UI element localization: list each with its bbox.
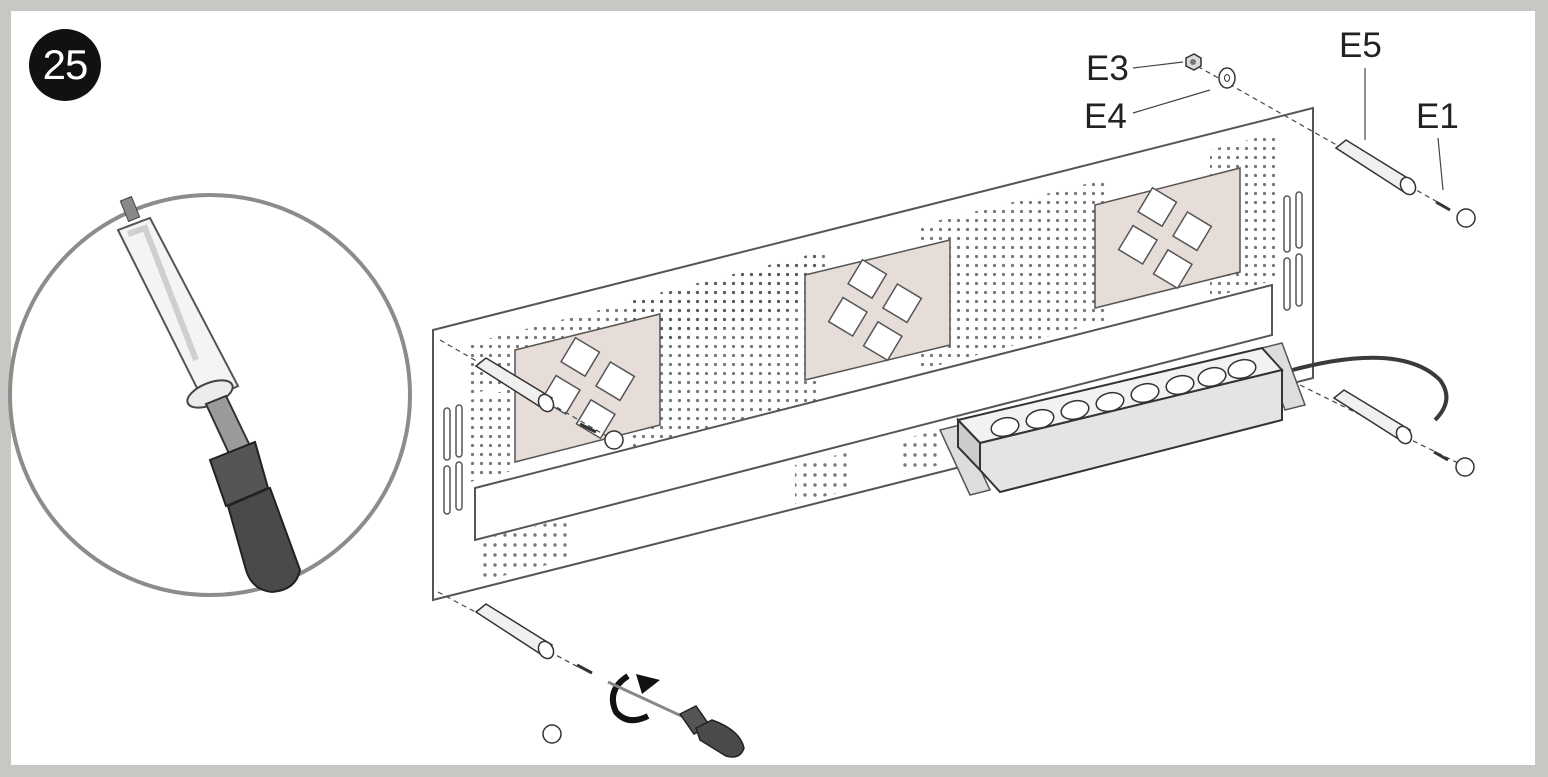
step-number-badge: 25 — [29, 29, 101, 101]
fan-plate-middle — [804, 239, 951, 381]
label-leader-lines — [1132, 61, 1444, 191]
part-label-e4: E4 — [1084, 97, 1127, 136]
part-label-e5: E5 — [1339, 26, 1382, 65]
standoff-right-lower — [1332, 389, 1475, 477]
detail-magnifier-circle — [8, 193, 412, 597]
standoff-left-lower — [474, 603, 593, 744]
screwdriver-icon — [607, 680, 745, 758]
part-label-e1: E1 — [1416, 97, 1459, 136]
washer-e4 — [1218, 67, 1236, 89]
rotation-arrow-icon — [610, 673, 660, 724]
standoff-e5-top — [1334, 139, 1417, 196]
fan-plate-right — [1094, 167, 1241, 309]
part-label-e3: E3 — [1086, 49, 1129, 88]
nut-e3 — [1185, 53, 1202, 71]
detail-screwdriver-icon — [116, 195, 302, 594]
standoff-left-upper — [474, 357, 624, 450]
screw-e1-top — [1435, 200, 1476, 228]
power-strip — [938, 342, 1449, 496]
